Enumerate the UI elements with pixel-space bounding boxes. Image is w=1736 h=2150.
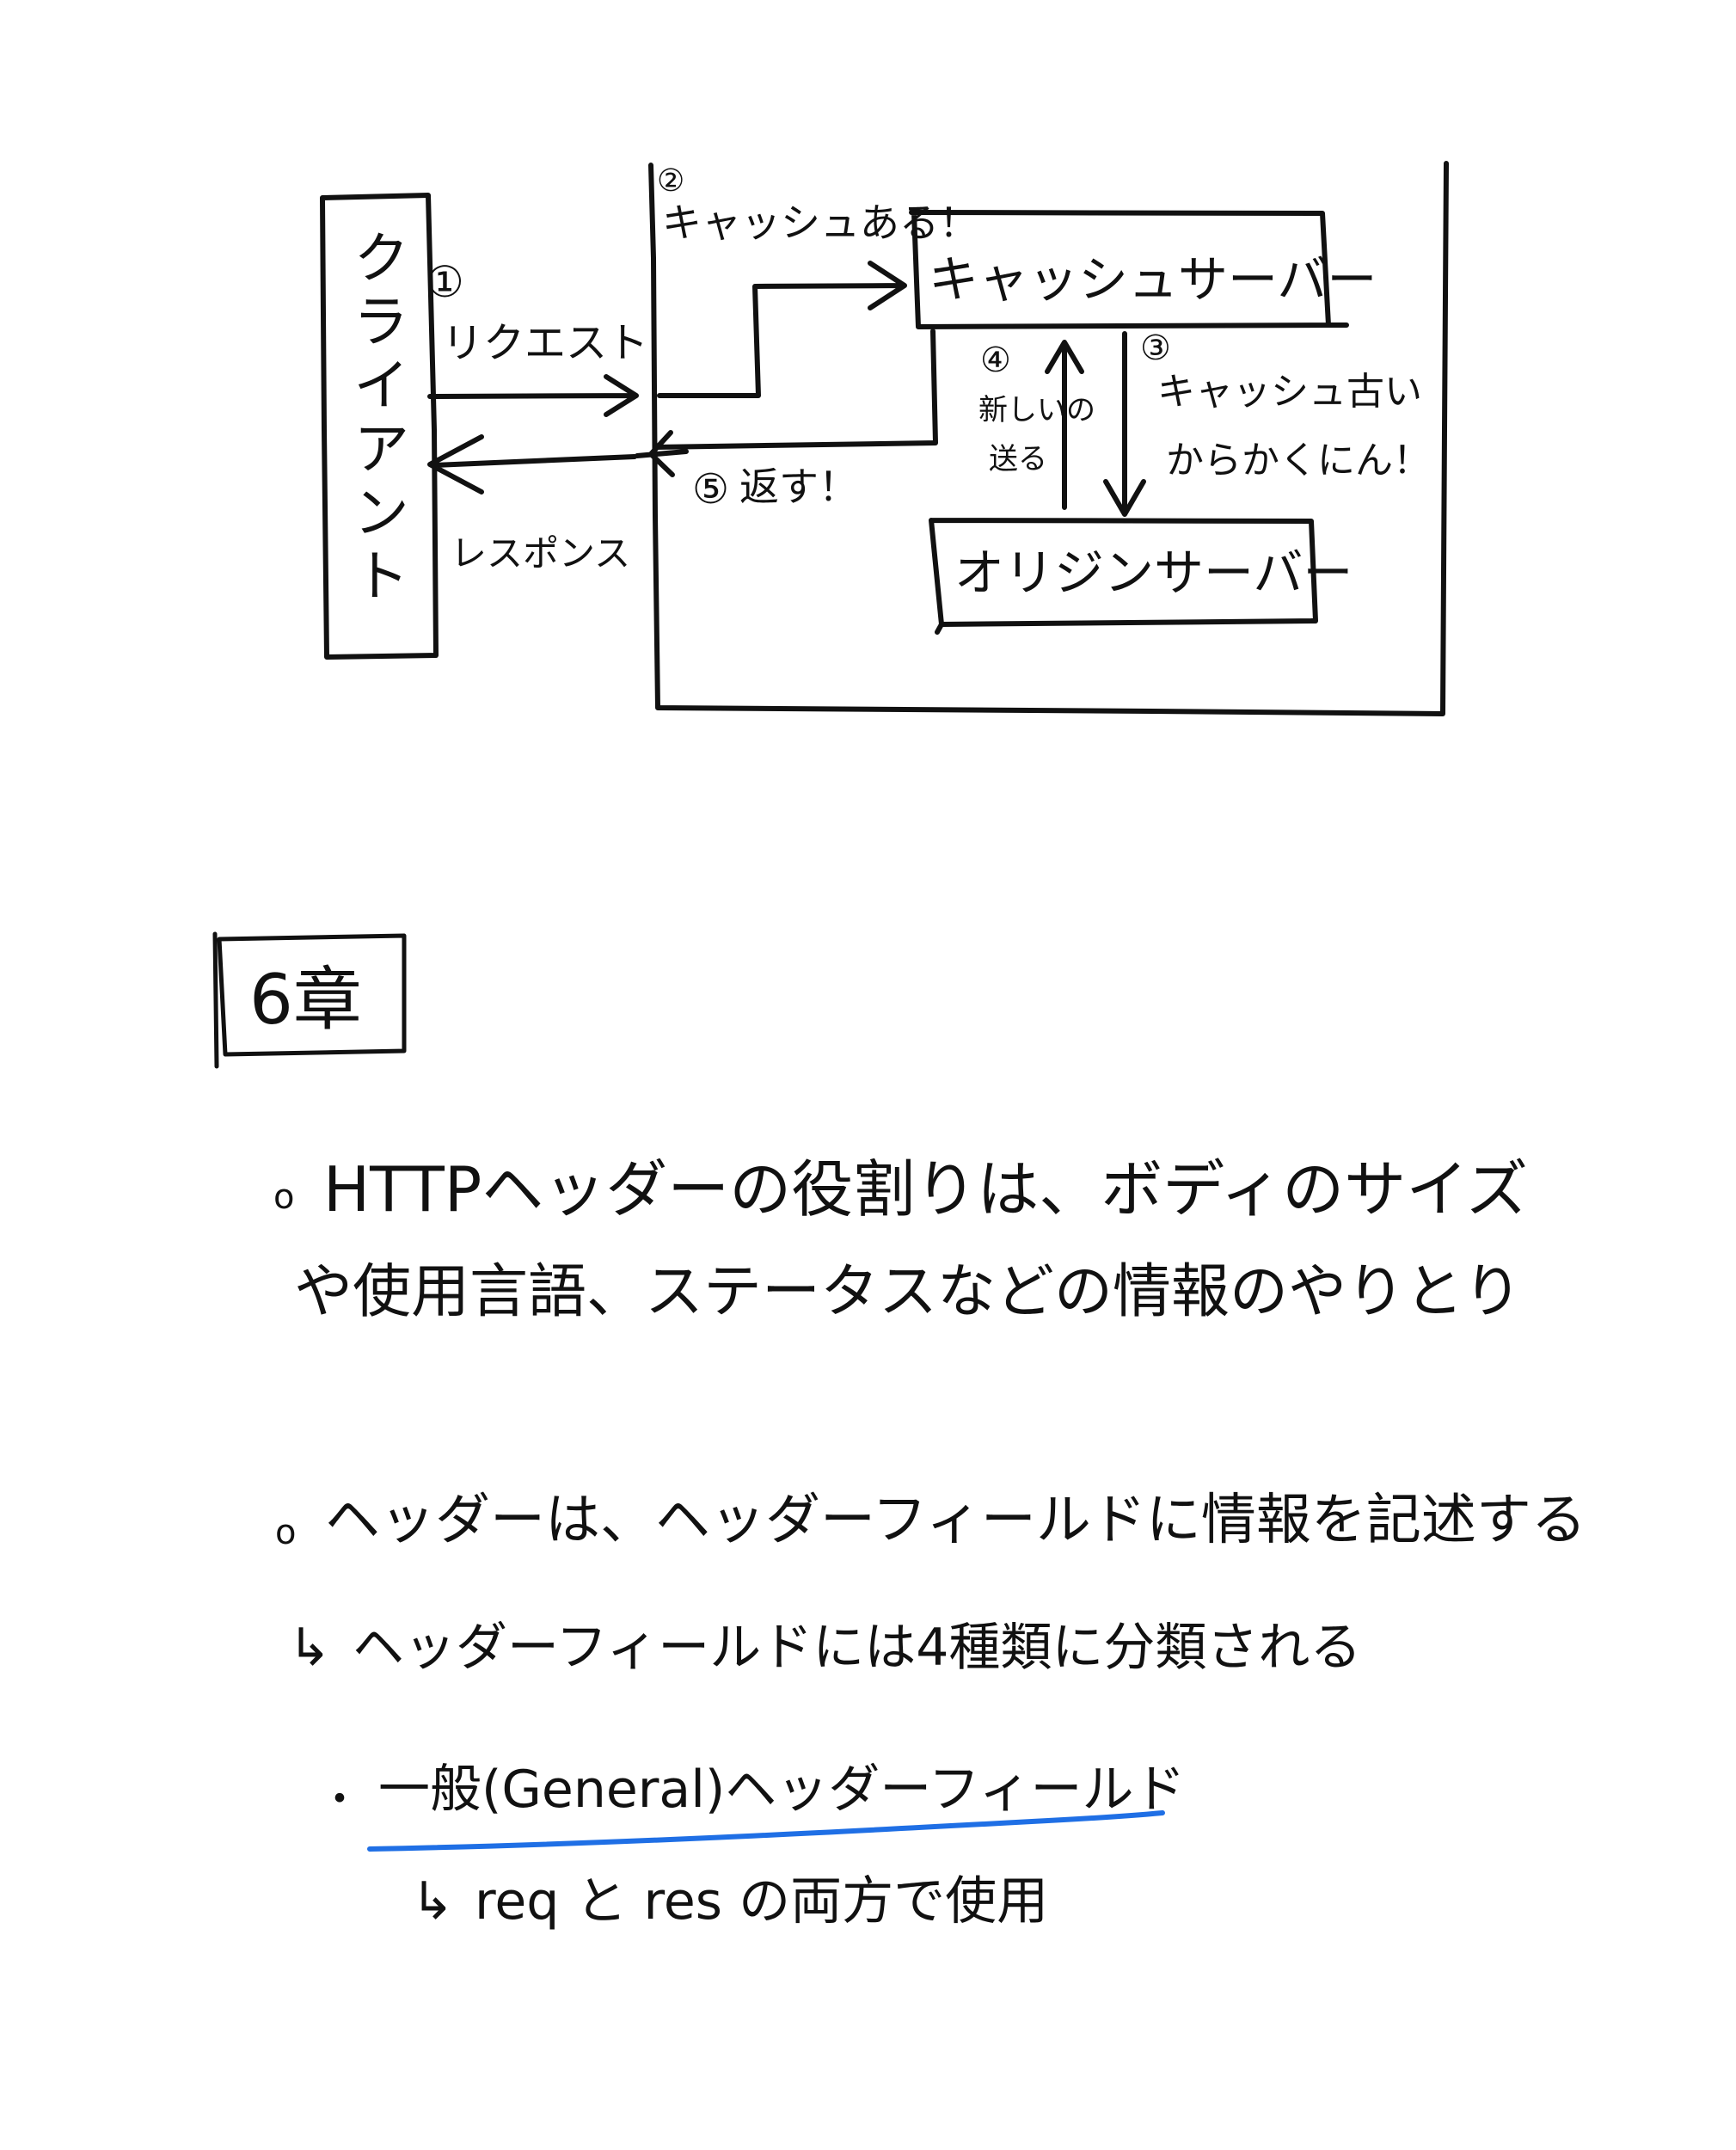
sub-item-detail-marker: ↳ <box>411 1871 455 1932</box>
step4-line2: 送る <box>989 442 1047 476</box>
response-arrow <box>427 434 637 494</box>
sub-item-detail-text: req と res の両方で使用 <box>475 1871 1049 1932</box>
step2-label: キャッシュある！ <box>662 200 978 246</box>
step3-line2: からかくにん！ <box>1166 439 1431 482</box>
step5-number: ⑤ <box>692 465 729 513</box>
cache-hit-arrow <box>657 261 907 398</box>
return-path-line <box>653 329 938 450</box>
highlight-underline <box>367 1810 1165 1852</box>
arrow-note-marker: ↳ <box>288 1618 332 1678</box>
bullet-1-line-2: や使用言語、ステータスなどの情報のやりとり <box>294 1258 1523 1326</box>
step1-label: リクエスト <box>442 319 648 367</box>
bullet-1-marker: o <box>273 1177 295 1217</box>
arrow-note-text: ヘッダーフィールドには4種類に分類される <box>353 1618 1362 1678</box>
chapter-title: 6章 <box>249 960 362 1040</box>
bullet-2-marker: o <box>275 1513 297 1552</box>
step3-number: ③ <box>1140 329 1171 368</box>
sub-item-text: 一般(General)ヘッダーフィールド <box>378 1760 1186 1820</box>
bullet-2-text: ヘッダーは、ヘッダーフィールドに情報を記述する <box>325 1489 1586 1552</box>
step2-number: ② <box>657 163 684 199</box>
client-box <box>320 193 439 660</box>
step4-number: ④ <box>980 341 1011 380</box>
step3-line1: キャッシュ古い <box>1157 370 1422 414</box>
validation-down-arrow <box>1103 331 1146 517</box>
origin-server-label: オリジンサーバー <box>954 544 1353 602</box>
origin-server-box <box>929 518 1318 635</box>
return-arrow <box>635 430 689 477</box>
cache-server-label: キャッシュサーバー <box>929 250 1377 309</box>
server-side-frame <box>648 161 1449 716</box>
request-arrow <box>427 374 639 417</box>
fresh-content-up-arrow <box>1045 340 1084 510</box>
cache-server-box <box>909 210 1349 329</box>
step4-line1: 新しいの <box>978 393 1095 427</box>
response-label: レスポンス <box>451 532 630 574</box>
sub-item-marker: ・ <box>318 1774 361 1824</box>
step5-label: 返す！ <box>739 464 858 510</box>
client-label: クライアント <box>344 228 410 610</box>
step1-number: ① <box>426 257 464 307</box>
chapter-box <box>212 931 407 1069</box>
bullet-1-line-1: HTTPヘッダーの役割りは、ボディのサイズ <box>323 1153 1529 1226</box>
